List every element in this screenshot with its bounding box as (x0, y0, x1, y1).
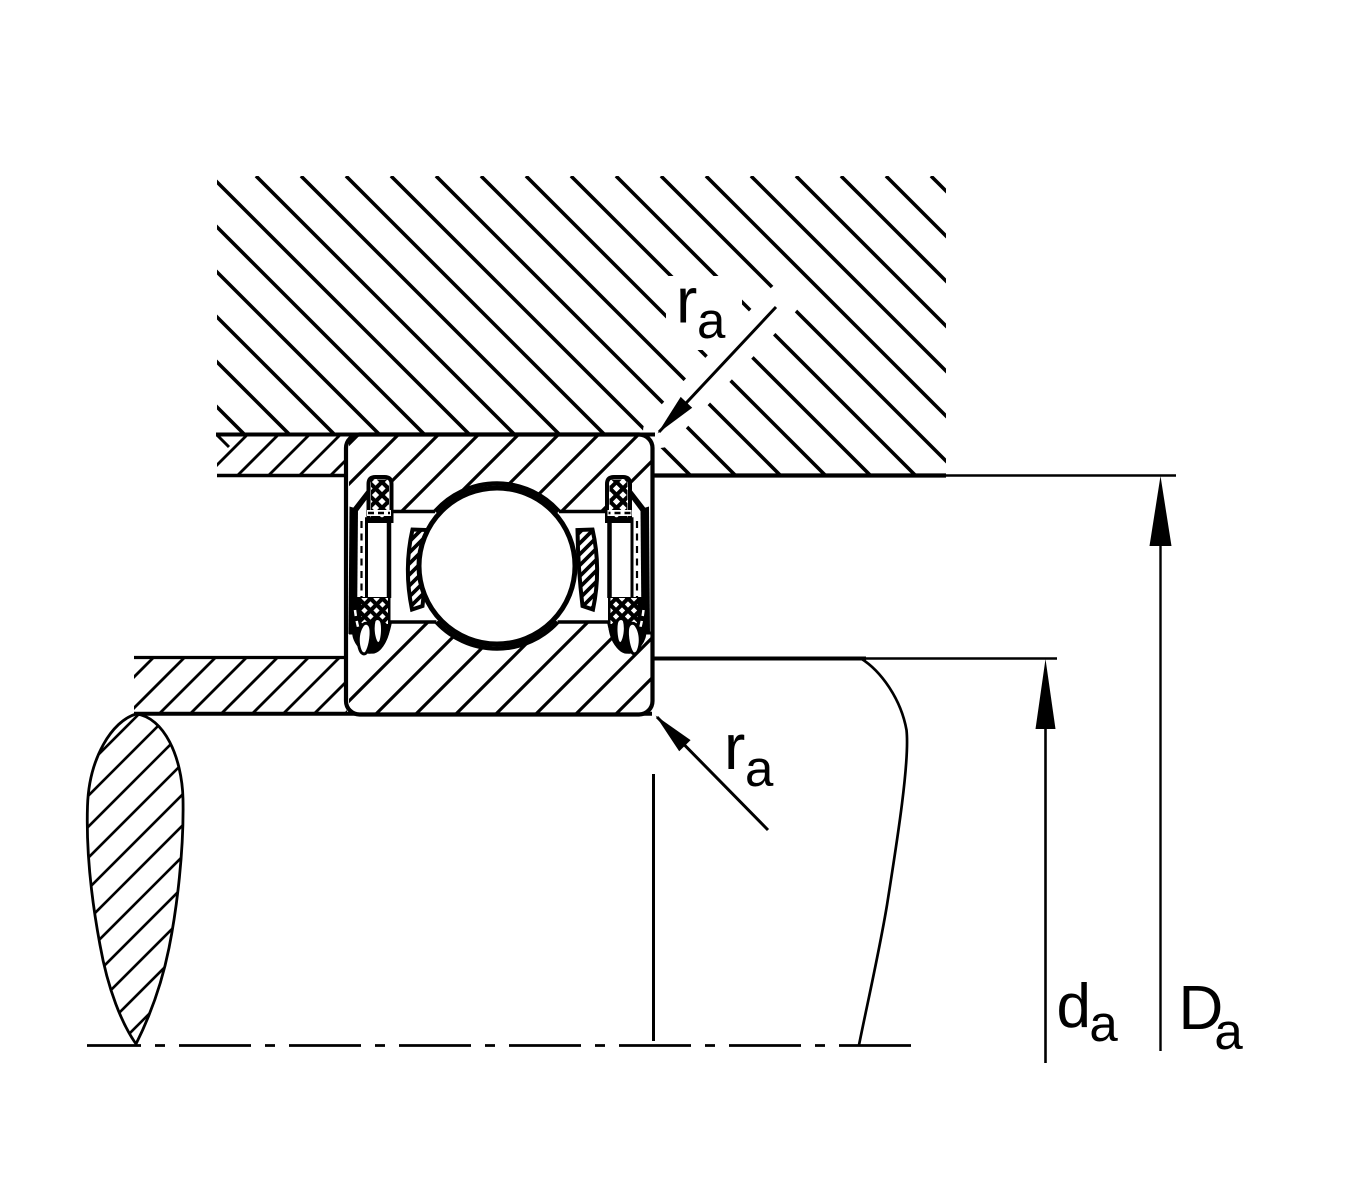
svg-text:a: a (745, 740, 774, 797)
svg-text:d: d (1057, 972, 1091, 1041)
svg-text:a: a (1214, 1003, 1243, 1060)
svg-text:a: a (1089, 995, 1118, 1052)
svg-text:r: r (676, 265, 697, 337)
svg-text:D: D (1179, 974, 1224, 1043)
svg-text:r: r (724, 711, 745, 783)
svg-text:a: a (697, 292, 726, 349)
